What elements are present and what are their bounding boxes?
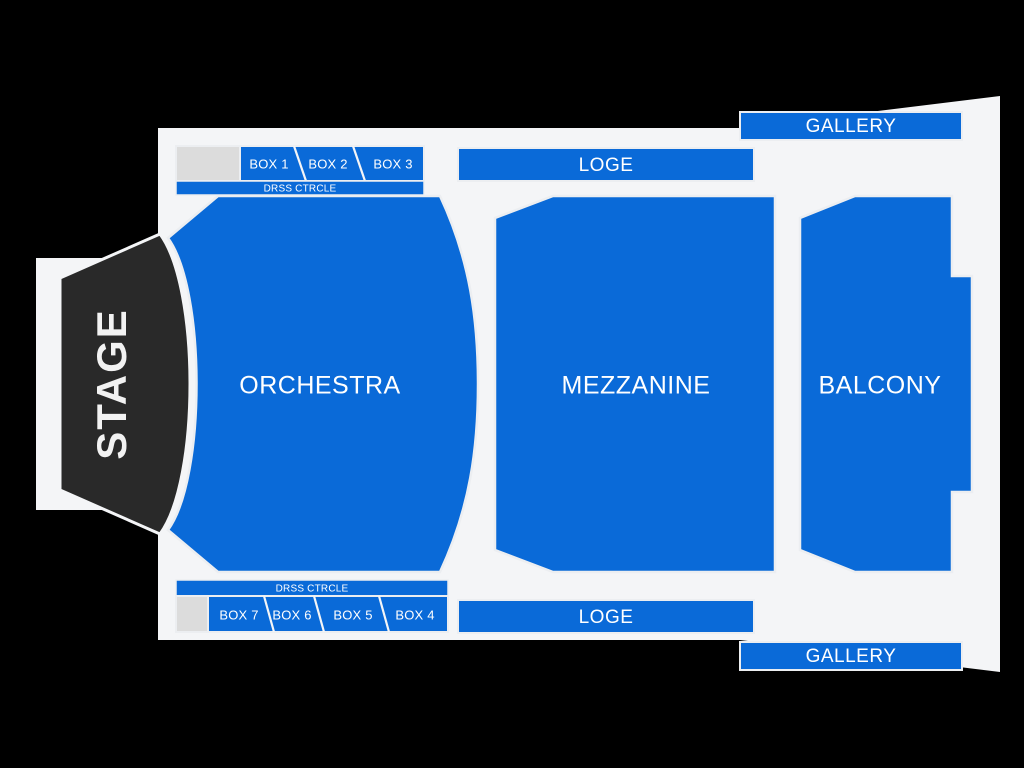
box-divider-bottom-2 xyxy=(312,595,326,633)
box-row-bottom[interactable] xyxy=(207,595,449,633)
section-mezzanine[interactable] xyxy=(493,194,777,574)
unavailable-block-top xyxy=(175,145,241,182)
box-divider-top-1 xyxy=(292,145,308,182)
box-divider-top-2 xyxy=(351,145,367,182)
stage-shape[interactable] xyxy=(58,232,192,536)
box-row-top[interactable] xyxy=(239,145,425,182)
stage-label: STAGE xyxy=(88,308,135,460)
gallery-bottom[interactable] xyxy=(739,641,963,671)
dress-circle-top[interactable] xyxy=(175,180,425,196)
stage-label-group: STAGE xyxy=(88,308,135,460)
loge-top[interactable] xyxy=(457,147,755,182)
section-balcony[interactable] xyxy=(798,194,974,574)
gallery-top[interactable] xyxy=(739,111,963,141)
unavailable-block-bottom xyxy=(175,595,209,633)
box-divider-bottom-1 xyxy=(262,595,276,633)
box-divider-bottom-3 xyxy=(377,595,391,633)
loge-bottom[interactable] xyxy=(457,599,755,634)
dress-circle-bottom[interactable] xyxy=(175,579,449,597)
section-orchestra[interactable] xyxy=(166,194,480,574)
